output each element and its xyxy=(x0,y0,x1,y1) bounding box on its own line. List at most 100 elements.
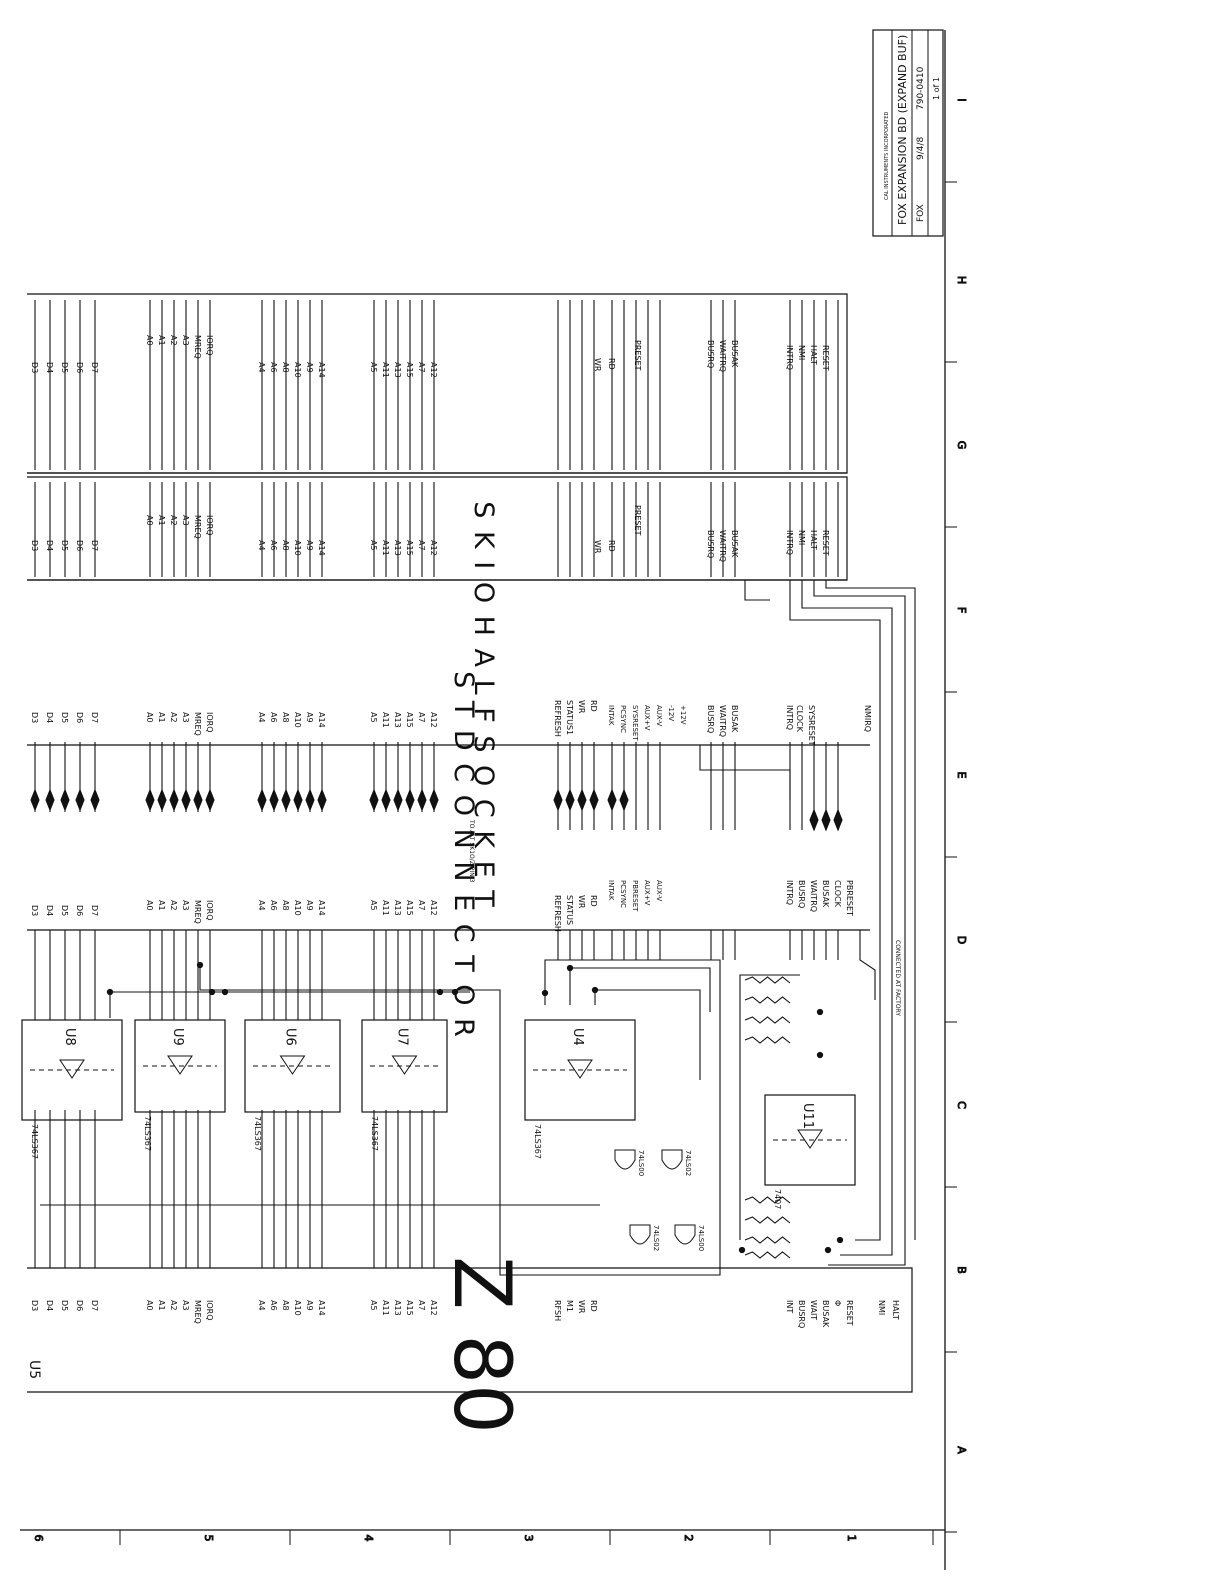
cpu-addr3-label: A13 xyxy=(393,1300,402,1316)
g-ctrl-label: WR xyxy=(593,358,602,372)
gate-body xyxy=(629,1224,651,1245)
zone-number: 2 xyxy=(682,1535,695,1542)
cpu-data-label: D3 xyxy=(30,1300,39,1311)
f-bus-label: WAITRQ xyxy=(718,530,727,562)
cpu-addr1-label: MREQ xyxy=(193,1300,202,1324)
e-addr2-label: A6 xyxy=(269,712,278,723)
g-data-label: D6 xyxy=(75,362,84,373)
g-int-label: NMI xyxy=(797,345,806,360)
chip-u7-ref: U7 xyxy=(395,1028,410,1046)
pin-diamond xyxy=(577,788,587,812)
junction-dot xyxy=(836,1236,844,1244)
chip-u7-part: 74LS367 xyxy=(370,1116,379,1151)
f-data-label: D6 xyxy=(75,540,84,551)
zone-letter: B xyxy=(955,1266,968,1274)
board-outlines xyxy=(27,293,913,1393)
d-addr3-label: A11 xyxy=(381,900,390,916)
gate-label: 74LS02 xyxy=(652,1225,660,1251)
e-addr2-label: A14 xyxy=(317,712,326,728)
pin-diamond xyxy=(405,788,415,812)
cpu-addr3-label: A11 xyxy=(381,1300,390,1316)
d-int-label: WAITRQ xyxy=(809,880,818,912)
f-addr2-label: A14 xyxy=(317,540,326,556)
gate-label: 74LS02 xyxy=(684,1150,692,1176)
junction-dot xyxy=(591,986,599,994)
pin-diamond xyxy=(145,788,155,812)
gate-body xyxy=(674,1224,696,1245)
gate-body xyxy=(614,1149,636,1170)
zone-letter: G xyxy=(955,441,968,450)
pin-diamond xyxy=(417,788,427,812)
routed-wire xyxy=(859,930,876,1000)
chip-u7: 74LS367 U7 xyxy=(361,1019,448,1151)
e-misc-label: AUX+V xyxy=(643,705,651,731)
pin-diamond xyxy=(269,788,279,812)
d-ctrl-label: STATUS xyxy=(565,895,574,925)
chip-u7-body xyxy=(361,1019,448,1113)
pin-diamond xyxy=(833,808,843,832)
buffer-symbol xyxy=(391,1055,418,1075)
cpu-addr3-label: A5 xyxy=(369,1300,378,1311)
cpu-addr2-label: A8 xyxy=(281,1300,290,1311)
e-addr2-label: A4 xyxy=(257,712,266,723)
resistor xyxy=(744,1236,791,1244)
zone-letter: A xyxy=(955,1446,968,1454)
zone-number: 3 xyxy=(522,1535,535,1542)
junction-dot xyxy=(541,989,549,997)
e-misc-label: AUX-V xyxy=(655,705,663,726)
chip-u8-part: 74LS367 xyxy=(30,1124,39,1159)
g-addr1-label: A3 xyxy=(181,335,190,346)
e-addr2-label: A8 xyxy=(281,712,290,723)
resistor xyxy=(744,1036,791,1044)
cpu-ctrl-label: RD xyxy=(589,1300,598,1312)
chip-u4-part: 74LS367 xyxy=(533,1124,542,1159)
e-data-label: D7 xyxy=(90,712,99,723)
f-int-label: RESET xyxy=(821,530,830,556)
buffer-symbol xyxy=(797,1129,823,1149)
e-intrq-label: INTRQ xyxy=(785,705,794,730)
cpu-data-label: D6 xyxy=(75,1300,84,1311)
drawing-number: 790-0410 xyxy=(916,66,926,110)
zone-letter: C xyxy=(955,1101,968,1109)
g-addr2-label: A9 xyxy=(305,362,314,373)
cpu-int-label: BUSAK xyxy=(821,1300,830,1328)
d-ctrl-label: RD xyxy=(589,895,598,907)
d-data-label: D4 xyxy=(45,905,54,916)
d-data-label: D7 xyxy=(90,905,99,916)
junction-dot xyxy=(196,961,204,969)
cpu-int-label: INT xyxy=(785,1300,794,1313)
e-misc-label: -12V xyxy=(667,705,675,721)
pin-diamond xyxy=(619,788,629,812)
g-addr2-label: A4 xyxy=(257,362,266,373)
pin-diamond xyxy=(369,788,379,812)
gate-label: 74LS00 xyxy=(637,1150,645,1176)
gate-u2a: 74LS00 xyxy=(614,1149,645,1176)
pin-diamond xyxy=(169,788,179,812)
f-data-label: D4 xyxy=(45,540,54,551)
pin-diamond xyxy=(60,788,70,812)
d-addr3-label: A15 xyxy=(405,900,414,916)
g-addr2-label: A14 xyxy=(317,362,326,378)
d-int-label: BUSAK xyxy=(821,880,830,908)
d-int-label: CLOCK xyxy=(833,880,842,908)
cpu-nmi-label: HALT xyxy=(891,1300,900,1320)
f-data-label: D3 xyxy=(30,540,39,551)
pin-diamond xyxy=(281,788,291,812)
pin-diamond xyxy=(589,788,599,812)
junction-dot xyxy=(436,988,444,996)
e-clk-label: SYSRESET xyxy=(807,705,816,746)
f-addr3-label: A11 xyxy=(381,540,390,556)
cpu-ctrl-label: M1 xyxy=(565,1300,574,1312)
cpu-addr1-label: A3 xyxy=(181,1300,190,1311)
e-addr3-label: A13 xyxy=(393,712,402,728)
d-addr1-label: A0 xyxy=(145,900,154,911)
routed-wire xyxy=(569,967,711,1012)
f-addr2-label: A4 xyxy=(257,540,266,551)
e-data-label: D5 xyxy=(60,712,69,723)
routed-wire xyxy=(739,974,800,1240)
g-ctrl-label: RD xyxy=(607,358,616,370)
resistor xyxy=(744,1016,791,1024)
chip-u6-ref: U6 xyxy=(283,1028,298,1046)
junction-dot xyxy=(824,1246,832,1254)
